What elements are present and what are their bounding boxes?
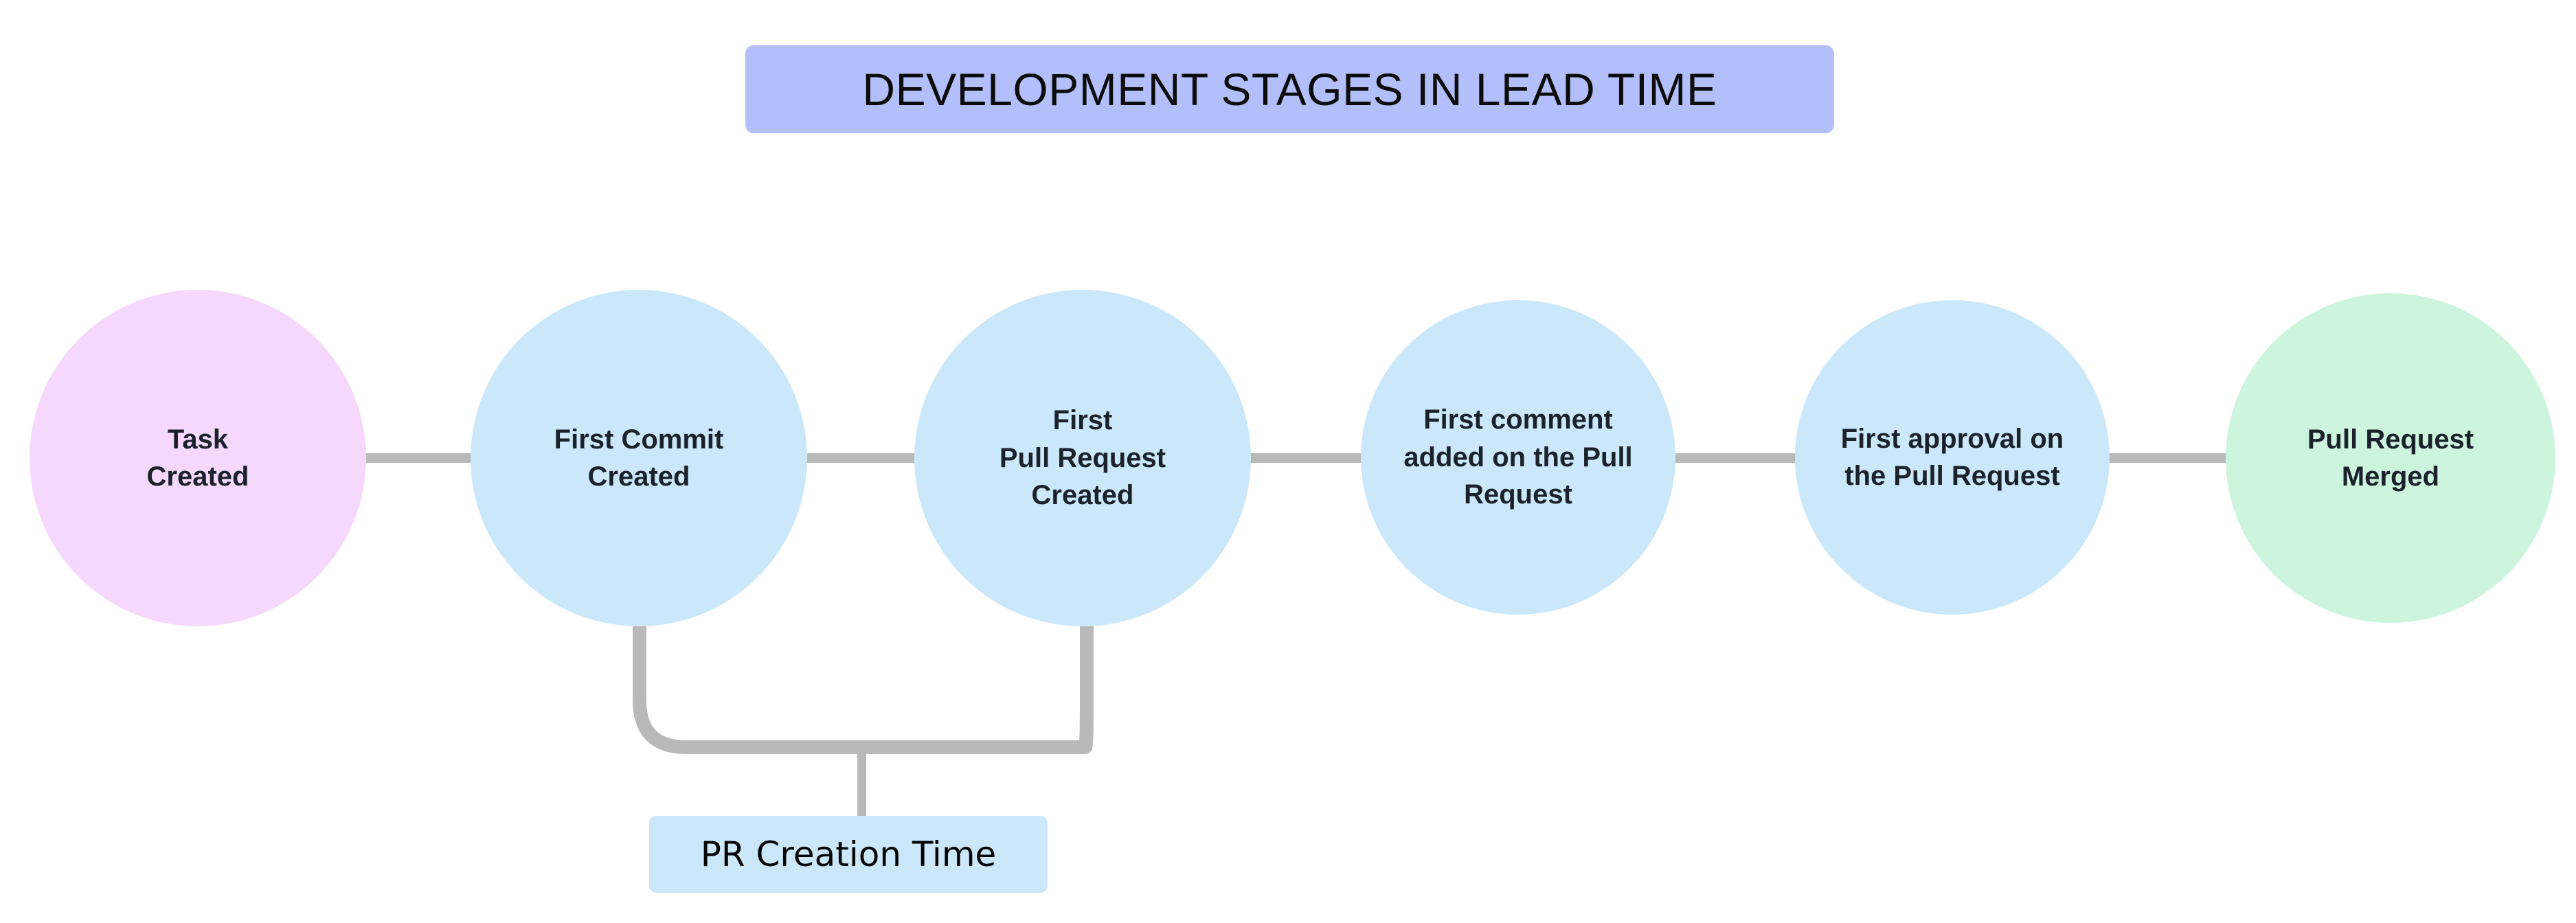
connector-pr-to-comment (1247, 453, 1363, 463)
bracket-connector (633, 625, 1094, 754)
node-label-first-pull-request-created: First Pull Request Created (999, 405, 1166, 511)
node-task-created[interactable]: Task Created (30, 290, 366, 626)
node-label-task-created: Task Created (146, 424, 249, 492)
node-first-commit-created[interactable]: First Commit Created (471, 290, 807, 626)
page-title: DEVELOPMENT STAGES IN LEAD TIME (862, 64, 1717, 115)
connector-approval-to-merged (2109, 453, 2228, 463)
node-pull-request-merged[interactable]: Pull Request Merged (2226, 293, 2555, 623)
node-first-comment-on-pull-request[interactable]: First comment added on the Pull Request (1361, 300, 1675, 615)
connector-comment-to-approval (1675, 453, 1797, 463)
diagram-title-box: DEVELOPMENT STAGES IN LEAD TIME (745, 45, 1834, 133)
node-label-pull-request-merged: Pull Request Merged (2307, 424, 2474, 492)
node-first-pull-request-created[interactable]: First Pull Request Created (914, 290, 1251, 626)
connector-commit-to-pr (804, 453, 916, 463)
annotation-label: PR Creation Time (700, 834, 997, 874)
node-label-first-approval-on-pull-request: First approval on the Pull Request (1840, 423, 2064, 491)
node-first-approval-on-pull-request[interactable]: First approval on the Pull Request (1795, 300, 2110, 615)
node-label-first-comment-on-pull-request: First comment added on the Pull Request (1403, 404, 1633, 510)
connector-task-to-commit (363, 453, 475, 463)
bracket-stem (857, 747, 866, 819)
annotation-pr-creation-time[interactable]: PR Creation Time (649, 816, 1048, 893)
node-label-first-commit-created: First Commit Created (554, 424, 724, 492)
